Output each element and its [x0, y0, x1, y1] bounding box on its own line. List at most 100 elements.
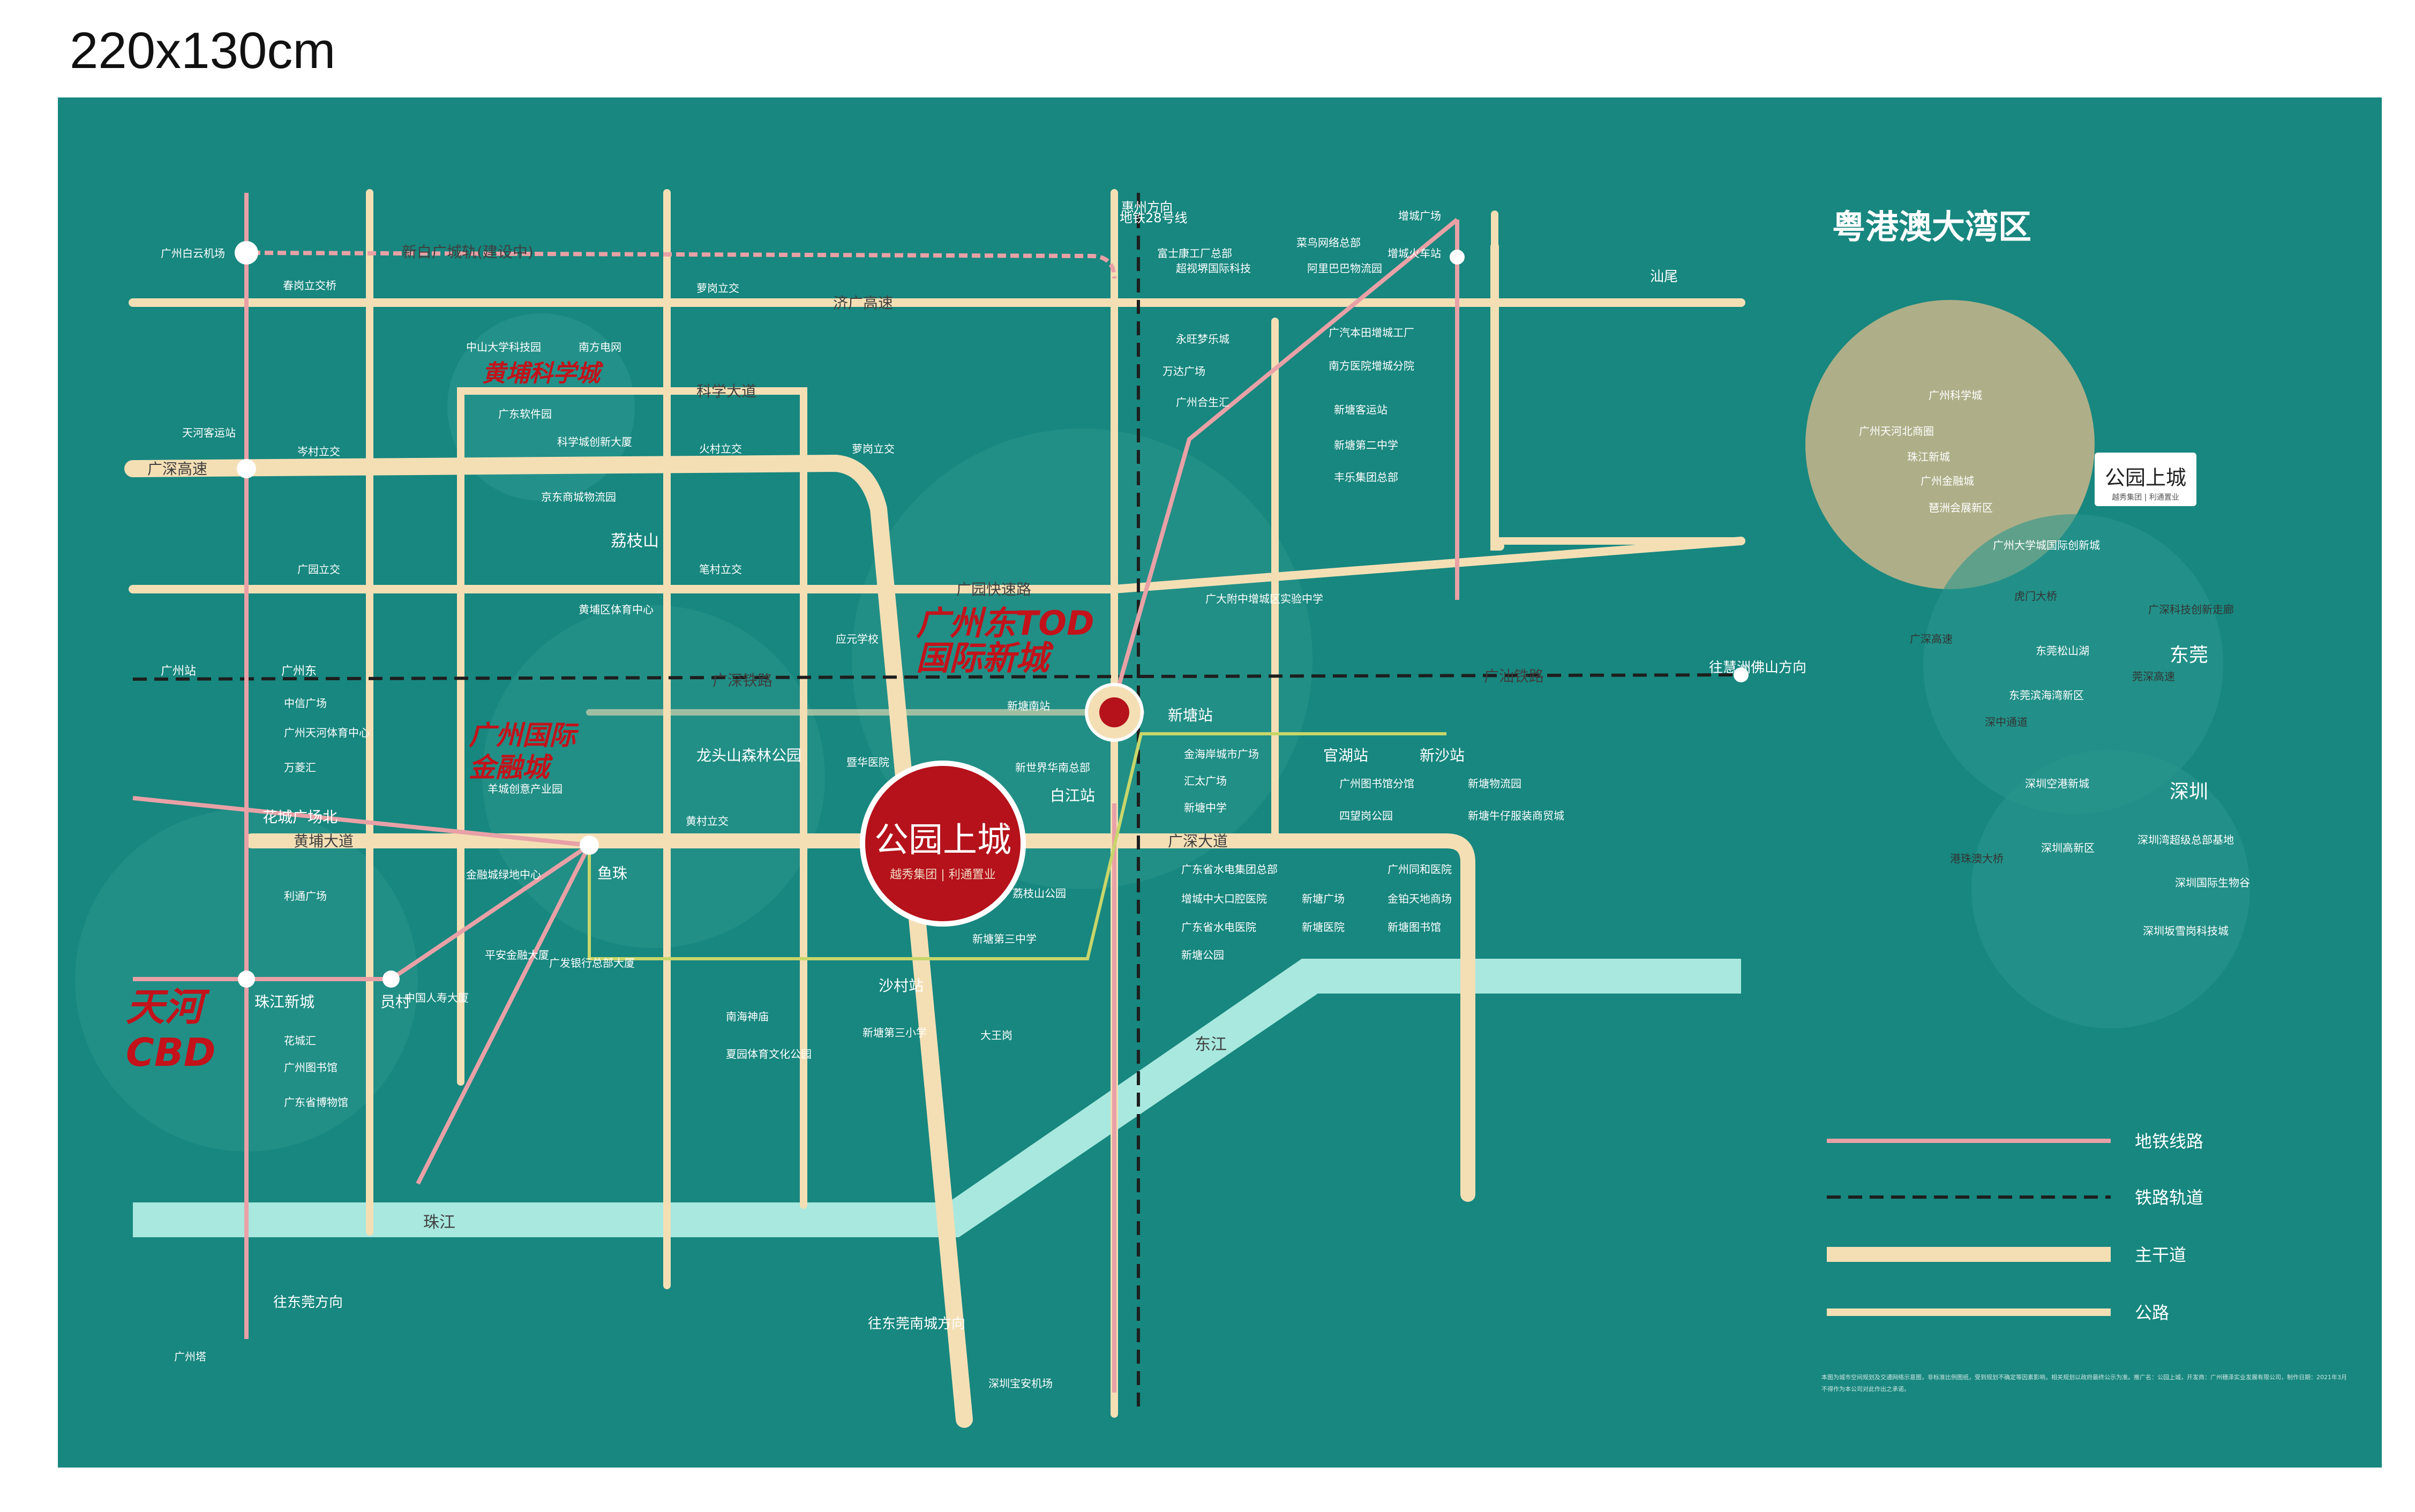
bay-road: 广深科技创新走廊: [2148, 603, 2234, 616]
station-label: 沙村站: [879, 977, 924, 995]
road-label: 济广高速: [833, 294, 893, 312]
bay-place: 东莞松山湖: [2036, 644, 2089, 657]
bay-road: 广深高速: [1910, 633, 1953, 645]
poi-label: 南方医院增城分院: [1329, 359, 1414, 372]
bay-city-label: 深圳: [2170, 781, 2208, 803]
poi-label: 广州合生汇: [1176, 396, 1229, 409]
poi-label: 富士康工厂总部: [1157, 247, 1232, 260]
poi-label: 萝岗立交: [852, 442, 895, 455]
road-label: 往慧洲佛山方向: [1709, 660, 1806, 676]
legend-label: 铁路轨道: [2135, 1187, 2203, 1208]
bay-place: 广州科学城: [1929, 389, 1982, 402]
bay-road: 莞深高速: [2132, 670, 2175, 683]
poi-label: 春岗立交桥: [283, 279, 336, 292]
poi-label: 萝岗立交: [696, 282, 739, 295]
poi-label: 科学城创新大厦: [557, 435, 632, 448]
poi-label: 广大附中增城区实验中学: [1205, 592, 1323, 605]
district-finance-line2: 金融城: [469, 752, 553, 783]
poi-label: 花城汇: [284, 1034, 316, 1047]
disclaimer: 本图为城市空间规划及交通网络示意图，非标准比例图纸，受到规划不确定等因素影响，相…: [1821, 1373, 2347, 1393]
bay-city-label: 东莞: [2170, 644, 2208, 666]
guangshen-expressway: [124, 454, 973, 1428]
poi-label: 广汽本田增城工厂: [1329, 326, 1414, 339]
poi-label: 广发银行总部大厦: [549, 957, 635, 969]
road-labels: 新白广城轨(建设中) 济广高速 广深高速 广园快速路 广深铁路 广汕铁路 黄埔大…: [147, 200, 1806, 1332]
poi-label: 广州天河体育中心: [284, 726, 370, 739]
bay-road: 虎门大桥: [2014, 590, 2057, 603]
bay-circle-guangzhou: [1805, 300, 2095, 589]
poi-label: 金海岸城市广场: [1184, 748, 1259, 761]
yuzhu-station[interactable]: [580, 836, 599, 855]
district-tod-line1: 广州东TOD: [916, 604, 1094, 643]
bay-road: 深中通道: [1985, 716, 2028, 728]
station-label: 鱼珠: [597, 864, 627, 882]
bay-place: 深圳湾超级总部基地: [2138, 833, 2234, 846]
road-label: 广深大道: [1168, 832, 1228, 850]
diagonal-metro: [416, 844, 591, 1185]
poi-label: 新世界华南总部: [1015, 761, 1090, 774]
poi-label: 新塘广场: [1302, 892, 1345, 905]
poi-label: 黄埔区体育中心: [579, 603, 654, 616]
disclaimer-line1: 本图为城市空间规划及交通网络示意图，非标准比例图纸，受到规划不确定等因素影响，相…: [1821, 1373, 2347, 1381]
legend-label: 地铁线路: [2135, 1131, 2203, 1152]
bay-place: 琶洲会展新区: [1929, 501, 1993, 514]
poi-label: 岑村立交: [297, 445, 340, 458]
poi-label: 夏园体育文化公园: [726, 1048, 812, 1060]
road-label: 惠州方向: [1121, 200, 1173, 215]
metro-lines: [132, 193, 1459, 1393]
road-label: 广园快速路: [956, 581, 1031, 598]
road-label: 新白广城轨(建设中): [402, 243, 534, 261]
road-label: 往东莞南城方向: [868, 1316, 965, 1332]
poi-label: 增城中大口腔医院: [1181, 892, 1267, 905]
metro-line-28: [1112, 217, 1459, 703]
yuancun-station[interactable]: [382, 971, 400, 988]
road-label: 汕尾: [1650, 269, 1678, 285]
poi-label: 荔枝山公园: [1012, 887, 1066, 900]
project-marker[interactable]: 公园上城 越秀集团 | 利通置业: [860, 761, 1026, 927]
bay-place: 深圳国际生物谷: [2175, 876, 2250, 889]
huaguan-exp-2: [1491, 210, 1745, 545]
bay-place: 深圳空港新城: [2025, 777, 2089, 790]
poi-label: 万达广场: [1162, 365, 1205, 378]
poi-label: 中信广场: [284, 697, 327, 710]
poi-label: 南方电网: [579, 341, 621, 353]
bay-place: 广州大学城国际创新城: [1993, 539, 2100, 552]
highlight-circle-science: [447, 313, 635, 501]
poi-label: 广东省水电医院: [1181, 921, 1256, 934]
bay-place: 广州金融城: [1921, 475, 1974, 487]
poi-label: 新塘医院: [1302, 921, 1345, 934]
huachengbei-station[interactable]: [238, 971, 255, 988]
poi-label: 新塘第三小学: [862, 1026, 927, 1039]
poi-label: 汇太广场: [1184, 774, 1227, 787]
poi-label: 广州同和医院: [1388, 863, 1452, 876]
poi-label: 广州白云机场: [161, 247, 225, 260]
poi-label: 新塘物流园: [1468, 777, 1521, 790]
road-label: 地铁28号线: [1120, 210, 1188, 225]
bay-circle-shenzhen: [1971, 750, 2250, 1028]
poi-label: 南海神庙: [726, 1010, 769, 1023]
poi-label: 广州图书馆分馆: [1339, 777, 1414, 790]
district-science-city: 黄埔科学城: [482, 360, 604, 387]
station-label: 广州东: [281, 665, 317, 678]
district-finance-line1: 广州国际: [469, 720, 579, 751]
poi-label: 深圳宝安机场: [988, 1377, 1053, 1390]
project-developers: 越秀集团 | 利通置业: [890, 868, 995, 882]
road-label: 黄埔大道: [294, 832, 354, 850]
district-cbd-line2: CBD: [126, 1030, 215, 1075]
size-label: 220x130cm: [70, 22, 336, 79]
bay-project-sub: 越秀集团 | 利通置业: [2112, 493, 2179, 502]
district-tod-line2: 国际新城: [916, 638, 1054, 678]
poi-label: 荔枝山: [611, 532, 659, 551]
bay-project-card: [2095, 453, 2196, 506]
station-label: 新沙站: [1420, 747, 1465, 764]
metro-line-13: [132, 796, 590, 847]
rail-lines: [132, 193, 1742, 1414]
poi-label: 龙头山森林公园: [696, 747, 801, 764]
poi-label: 广东软件园: [498, 408, 552, 420]
poi-label: 新塘南站: [1007, 699, 1050, 712]
road-label: 往东莞方向: [273, 1295, 343, 1311]
legend-label: 公路: [2135, 1303, 2169, 1323]
station-label: 广州站: [161, 665, 196, 678]
road-label: 科学大道: [696, 382, 756, 400]
